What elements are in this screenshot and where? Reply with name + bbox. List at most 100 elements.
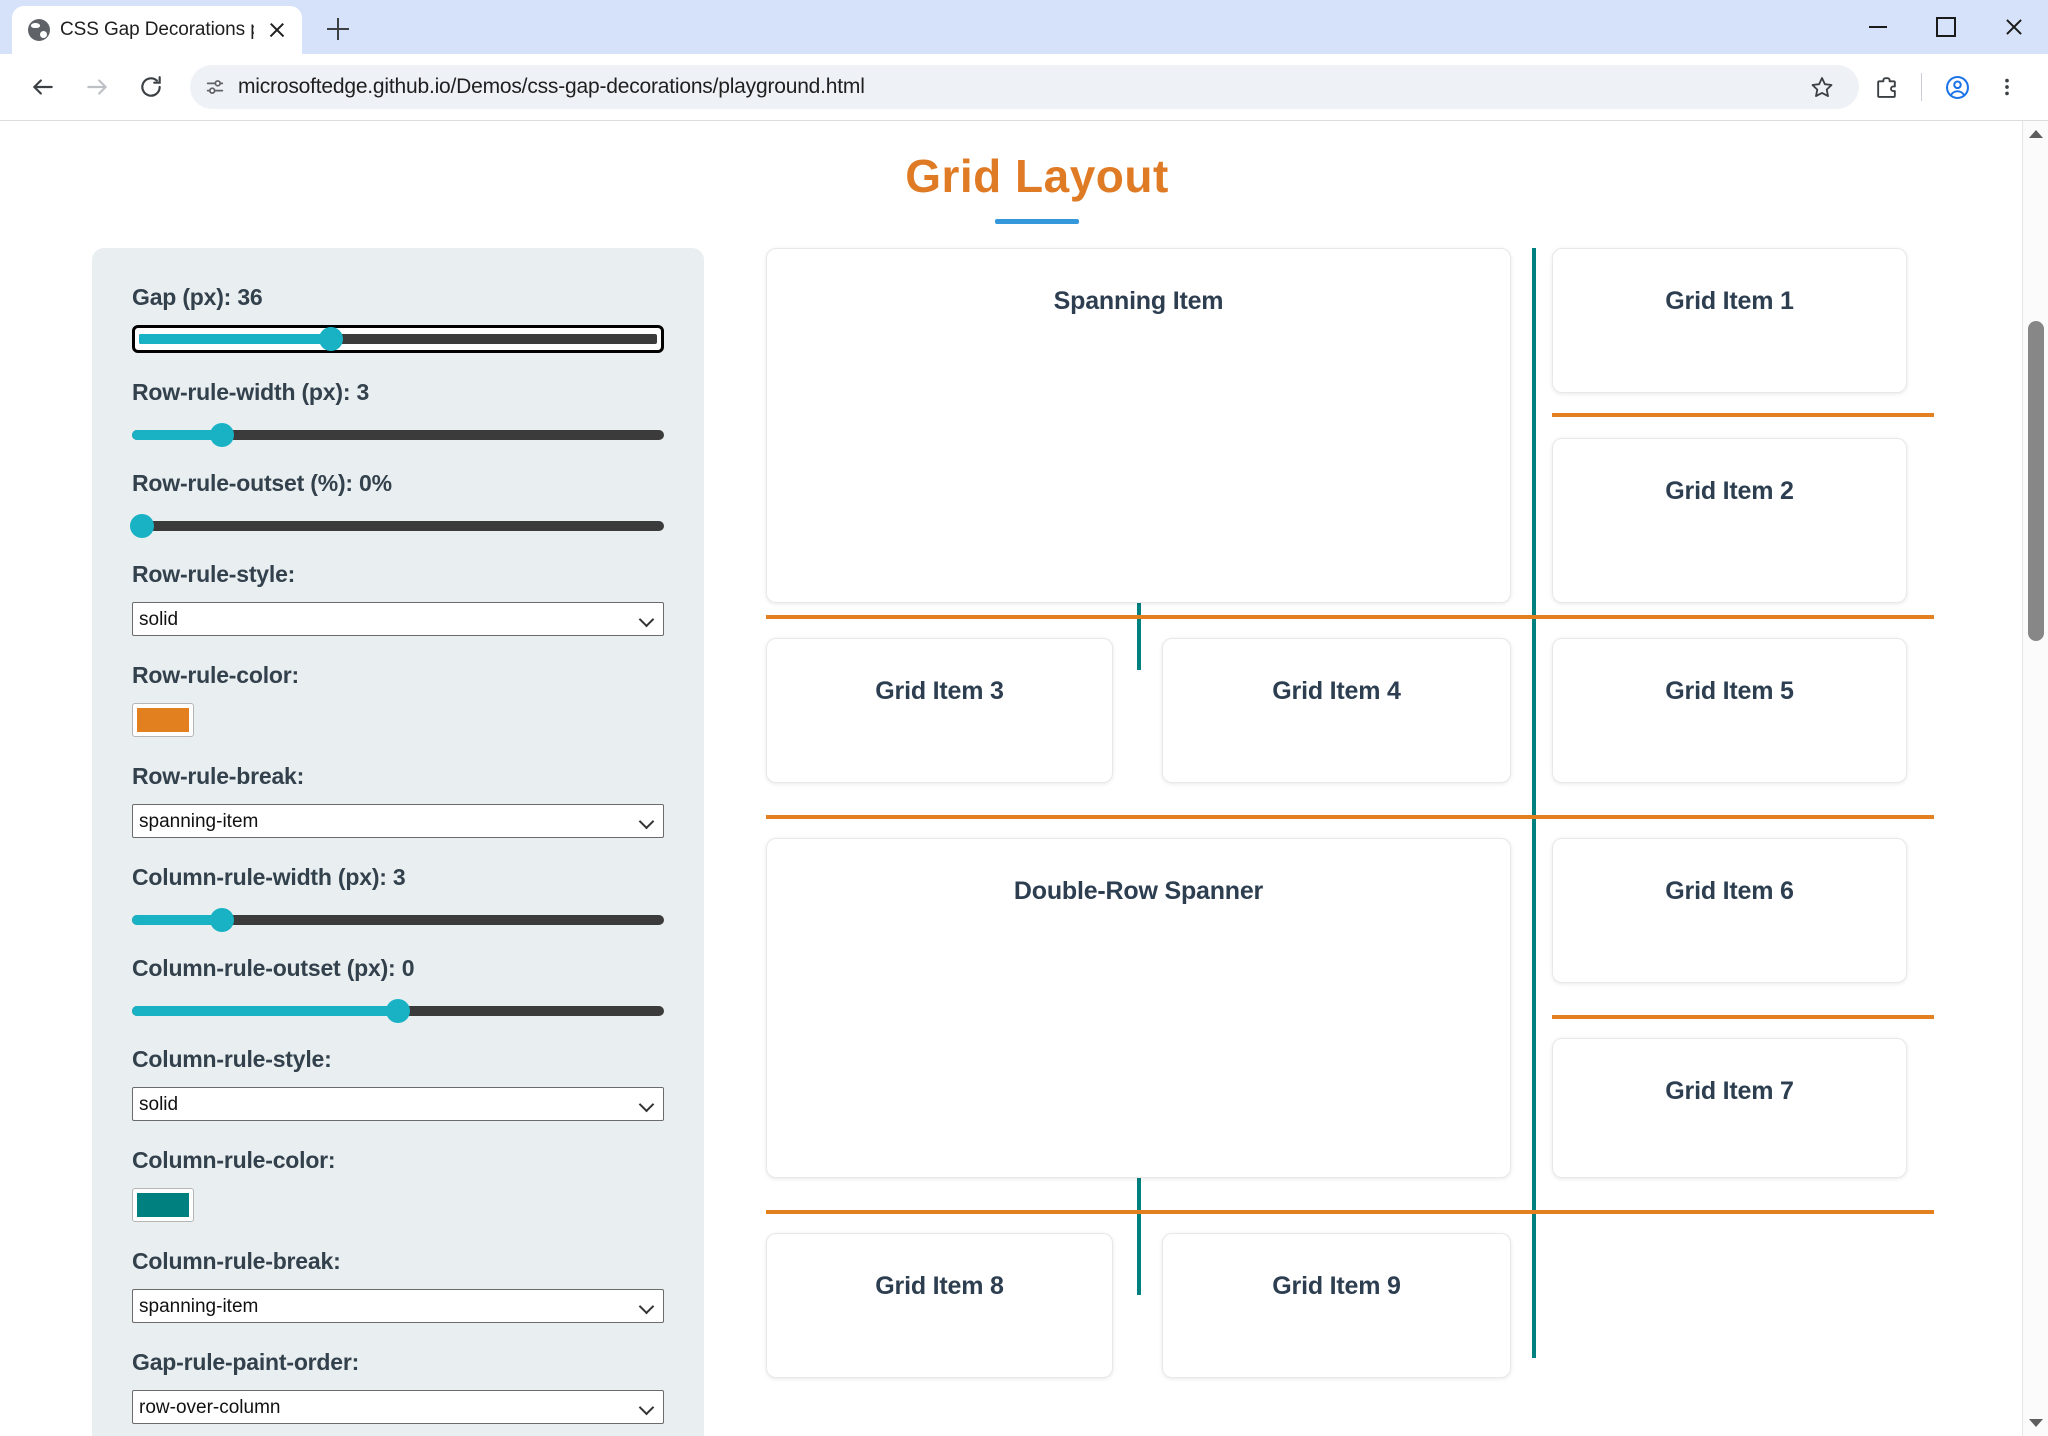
- row-rule-width-slider[interactable]: [132, 420, 664, 447]
- content-row: Gap (px): 36 Row-rule-width (px): 3: [52, 224, 2022, 1436]
- page-scroll-area: Grid Layout Gap (px): 36: [0, 121, 2022, 1436]
- row-rule-right-2: [1552, 1015, 1934, 1019]
- page-content: Grid Layout Gap (px): 36: [52, 121, 2022, 1436]
- column-rule-row2: [1137, 544, 1141, 670]
- grid-card-item-5[interactable]: Grid Item 5: [1552, 638, 1907, 783]
- grid-card-double-row-spanner[interactable]: Double-Row Spanner: [766, 838, 1511, 1178]
- column-rule-width-track[interactable]: [132, 908, 664, 932]
- control-row-rule-color: Row-rule-color:: [132, 662, 664, 737]
- minimize-icon[interactable]: [1844, 0, 1912, 54]
- column-rule-outset-slider[interactable]: [132, 996, 664, 1023]
- column-rule-style-select[interactable]: solid: [132, 1087, 664, 1121]
- grid-demo: Spanning Item Grid Item 1 Grid Item 2 Gr…: [766, 248, 1950, 1378]
- column-rule-width-fill: [132, 915, 223, 925]
- grid-card-item-9[interactable]: Grid Item 9: [1162, 1233, 1511, 1378]
- column-rule-outset-label: Column-rule-outset (px): 0: [132, 955, 415, 981]
- column-rule-break-select[interactable]: spanning-item: [132, 1289, 664, 1323]
- gap-slider-track[interactable]: [139, 327, 657, 351]
- row-rule-color-swatch: [137, 708, 189, 732]
- gap-rule-paint-order-label: Gap-rule-paint-order:: [132, 1349, 360, 1375]
- back-arrow-icon[interactable]: [18, 62, 68, 112]
- grid-card-label: Grid Item 2: [1665, 477, 1794, 505]
- control-column-rule-style: Column-rule-style: solid: [132, 1046, 664, 1121]
- column-rule-row4: [1137, 1135, 1141, 1295]
- row-rule-full-2: [766, 815, 1934, 819]
- row-rule-color-picker[interactable]: [132, 703, 194, 737]
- puzzle-piece-icon[interactable]: [1863, 64, 1909, 110]
- row-rule-color-label: Row-rule-color:: [132, 662, 299, 688]
- row-rule-style-select-wrap[interactable]: solid: [132, 602, 664, 636]
- gap-slider[interactable]: [132, 325, 664, 353]
- row-rule-outset-track[interactable]: [129, 514, 664, 538]
- control-gap-rule-paint-order: Gap-rule-paint-order: row-over-column: [132, 1349, 664, 1424]
- grid-card-item-4[interactable]: Grid Item 4: [1162, 638, 1511, 783]
- grid-container: Spanning Item Grid Item 1 Grid Item 2 Gr…: [766, 248, 1950, 1378]
- gap-rule-paint-order-select-wrap[interactable]: row-over-column: [132, 1390, 664, 1424]
- grid-card-item-3[interactable]: Grid Item 3: [766, 638, 1113, 783]
- account-circle-icon[interactable]: [1934, 64, 1980, 110]
- grid-card-item-2[interactable]: Grid Item 2: [1552, 438, 1907, 603]
- gap-slider-thumb[interactable]: [318, 327, 343, 351]
- forward-arrow-icon[interactable]: [72, 62, 122, 112]
- browser-tab[interactable]: CSS Gap Decorations playground: [12, 6, 302, 54]
- grid-card-item-8[interactable]: Grid Item 8: [766, 1233, 1113, 1378]
- page-scrollbar[interactable]: [2022, 121, 2048, 1436]
- row-rule-width-fill: [132, 430, 223, 440]
- tab-title: CSS Gap Decorations playground: [60, 19, 254, 40]
- grid-card-item-1[interactable]: Grid Item 1: [1552, 248, 1907, 393]
- control-column-rule-outset: Column-rule-outset (px): 0: [132, 955, 664, 1023]
- row-rule-width-thumb[interactable]: [210, 423, 235, 447]
- page-title: Grid Layout: [905, 150, 1169, 202]
- grid-card-label: Spanning Item: [1053, 287, 1224, 315]
- window-close-icon[interactable]: [1980, 0, 2048, 54]
- url-text: microsoftedge.github.io/Demos/css-gap-de…: [238, 75, 865, 98]
- browser-toolbar: microsoftedge.github.io/Demos/css-gap-de…: [0, 54, 2048, 120]
- control-row-rule-style: Row-rule-style: solid: [132, 561, 664, 636]
- column-rule-outset-track[interactable]: [132, 999, 664, 1023]
- page-viewport: Grid Layout Gap (px): 36: [0, 120, 2048, 1436]
- scroll-down-arrow-icon[interactable]: [2023, 1410, 2048, 1436]
- gap-rule-paint-order-select[interactable]: row-over-column: [132, 1390, 664, 1424]
- grid-card-item-7[interactable]: Grid Item 7: [1552, 1038, 1907, 1178]
- scroll-up-arrow-icon[interactable]: [2023, 121, 2048, 147]
- grid-card-label: Grid Item 8: [875, 1272, 1004, 1300]
- control-gap: Gap (px): 36: [132, 284, 664, 353]
- row-rule-style-select[interactable]: solid: [132, 602, 664, 636]
- maximize-icon[interactable]: [1912, 0, 1980, 54]
- grid-card-label: Grid Item 3: [875, 677, 1004, 705]
- column-rule-width-thumb[interactable]: [210, 908, 235, 932]
- window-controls: [1844, 0, 2048, 54]
- address-bar[interactable]: microsoftedge.github.io/Demos/css-gap-de…: [190, 65, 1859, 109]
- row-rule-right-1: [1552, 413, 1934, 417]
- row-rule-outset-thumb[interactable]: [129, 514, 154, 538]
- column-rule-color-picker[interactable]: [132, 1188, 194, 1222]
- grid-card-label: Grid Item 1: [1665, 287, 1794, 315]
- three-dot-menu-icon[interactable]: [1984, 64, 2030, 110]
- grid-card-label: Double-Row Spanner: [1013, 877, 1264, 905]
- control-column-rule-color: Column-rule-color:: [132, 1147, 664, 1222]
- reload-icon[interactable]: [126, 62, 176, 112]
- control-row-rule-width: Row-rule-width (px): 3: [132, 379, 664, 447]
- row-rule-break-select[interactable]: spanning-item: [132, 804, 664, 838]
- column-rule-style-select-wrap[interactable]: solid: [132, 1087, 664, 1121]
- grid-card-label: Grid Item 6: [1665, 877, 1794, 905]
- plus-icon[interactable]: [316, 7, 360, 51]
- column-rule-break-select-wrap[interactable]: spanning-item: [132, 1289, 664, 1323]
- title-underline: [995, 219, 1079, 224]
- column-rule-main: [1532, 248, 1536, 1358]
- row-rule-break-select-wrap[interactable]: spanning-item: [132, 804, 664, 838]
- column-rule-outset-thumb[interactable]: [386, 999, 410, 1023]
- row-rule-style-label: Row-rule-style:: [132, 561, 296, 587]
- site-settings-icon[interactable]: [204, 76, 226, 98]
- row-rule-width-track[interactable]: [132, 423, 664, 447]
- row-rule-outset-slider[interactable]: [129, 511, 664, 538]
- column-rule-width-slider[interactable]: [132, 905, 664, 932]
- grid-card-spanning-item[interactable]: Spanning Item: [766, 248, 1511, 603]
- scrollbar-thumb[interactable]: [2028, 321, 2044, 641]
- row-rule-full-3: [766, 1210, 1934, 1214]
- close-icon[interactable]: [264, 17, 290, 43]
- row-rule-full-1: [766, 615, 1934, 619]
- control-column-rule-width: Column-rule-width (px): 3: [132, 864, 664, 932]
- star-icon[interactable]: [1799, 64, 1845, 110]
- grid-card-item-6[interactable]: Grid Item 6: [1552, 838, 1907, 983]
